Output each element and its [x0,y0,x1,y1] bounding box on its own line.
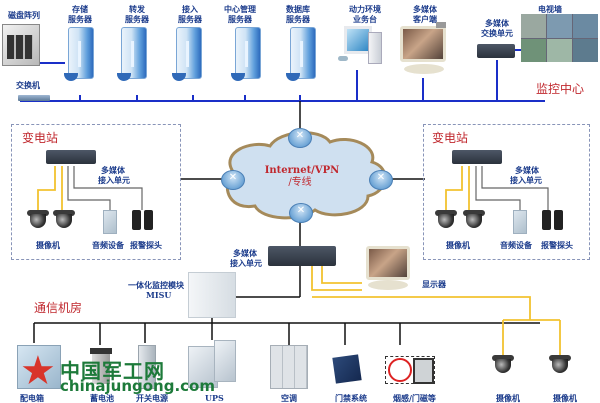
right-alarm-probe [542,210,564,230]
watermark-en: chinajungong.com [60,377,215,395]
multimedia-switch-unit-label-2: 交换单元 [481,28,513,38]
cloud-label-1: Internet/VPN [264,165,340,176]
right-audio-label: 音频设备 [500,240,532,250]
access-control-label: 门禁系统 [335,393,367,403]
access-server-label-2: 服务器 [178,14,202,24]
monitoring-center-title: 监控中心 [536,82,585,96]
multimedia-switch-unit-label-1: 多媒体 [485,18,509,28]
misu-module-icon [188,272,236,318]
misu-label-1: 一体化监控模块 [128,280,184,290]
right-access-unit-label-2: 接入单元 [510,175,542,185]
central-mgmt-server-label-2: 服务器 [228,14,252,24]
left-camera-label: 摄像机 [36,240,60,250]
switching-power-icon [138,345,156,389]
substation-left-title: 变电站 [22,131,59,145]
video-wall-icon [521,14,598,62]
forward-server-label-2: 服务器 [125,14,149,24]
mid-access-unit-label-1: 多媒体 [233,248,257,258]
right-alarm-label: 报警探头 [541,240,573,250]
wan-lines [33,101,540,345]
center-bus [20,49,545,102]
distribution-box-icon [17,345,61,389]
database-server-label-1: 数据库 [286,4,310,14]
remote-camera-1 [492,355,514,373]
remote-camera-2 [549,355,571,373]
display-label: 显示器 [422,279,446,289]
access-server-icon [172,27,202,81]
right-access-unit-icon [452,150,502,164]
forward-server-label-1: 转发 [129,4,145,14]
access-server-label-1: 接入 [182,4,198,14]
disk-array-label: 磁盘阵列 [8,10,40,20]
multimedia-switch-unit-icon [477,44,515,58]
left-access-unit-label-2: 接入单元 [98,175,130,185]
misu-label-2: MISU [146,290,172,300]
sensor-lines [67,166,549,210]
router-top-icon [288,128,312,148]
storage-server-icon [64,27,94,81]
right-audio-device [513,210,527,234]
switching-power-label: 开关电源 [136,393,168,403]
storage-server-label-2: 服务器 [68,14,92,24]
power-env-console-label-2: 业务台 [353,14,377,24]
left-camera-2 [53,210,75,228]
distribution-box-label: 配电箱 [20,393,44,403]
battery-label: 蓄电池 [90,393,114,403]
remote-camera-2-label: 摄像机 [553,393,577,403]
substation-right [423,124,590,260]
forward-server-icon [117,27,147,81]
multimedia-client-monitor [400,22,448,76]
right-access-unit-label-1: 多媒体 [515,165,539,175]
access-control-icon [332,354,362,384]
switch-label: 交换机 [16,80,40,90]
ups-icon [188,340,236,388]
database-server-icon [286,27,316,81]
left-alarm-probe [132,210,154,230]
central-mgmt-server-icon [231,27,261,81]
left-audio-label: 音频设备 [92,240,124,250]
multimedia-client-label-2: 客户端 [413,14,437,24]
left-access-unit-icon [46,150,96,164]
storage-server-label-1: 存储 [72,4,88,14]
central-mgmt-server-label-1: 中心管理 [224,4,256,14]
smoke-door-sensor-label: 烟感/门磁等 [393,393,436,403]
substation-right-title: 变电站 [432,131,469,145]
watermark-star-icon: ★ [20,348,56,394]
video-lines [37,166,561,355]
workstation-icon [338,26,384,66]
video-wall-label: 电视墙 [538,4,562,14]
left-alarm-label: 报警探头 [130,240,162,250]
power-env-console-label-1: 动力环境 [349,4,381,14]
left-access-unit-label-1: 多媒体 [101,165,125,175]
router-left-icon [221,170,245,190]
multimedia-client-label-1: 多媒体 [413,4,437,14]
database-server-label-2: 服务器 [286,14,310,24]
left-camera-1 [27,210,49,228]
air-conditioner-label: 空调 [281,393,297,403]
comm-room-title: 通信机房 [34,301,83,315]
battery-icon [90,348,112,384]
switch-icon [18,95,50,101]
disk-array [2,24,40,66]
watermark-cn: 中国军工网 [60,359,165,383]
cloud-label-2: /专线 [288,177,312,188]
right-camera-label: 摄像机 [446,240,470,250]
smoke-door-sensor-icon [385,356,435,384]
mid-access-unit-icon [268,246,336,266]
display-monitor [366,246,410,292]
right-camera-1 [435,210,457,228]
mid-access-unit-label-2: 接入单元 [230,258,262,268]
router-right-icon [369,170,393,190]
remote-camera-1-label: 摄像机 [496,393,520,403]
air-conditioner-icon [270,345,308,389]
right-camera-2 [463,210,485,228]
router-bottom-icon [289,203,313,223]
substation-left [11,124,181,260]
left-audio-device [103,210,117,234]
ups-label: UPS [205,393,224,403]
